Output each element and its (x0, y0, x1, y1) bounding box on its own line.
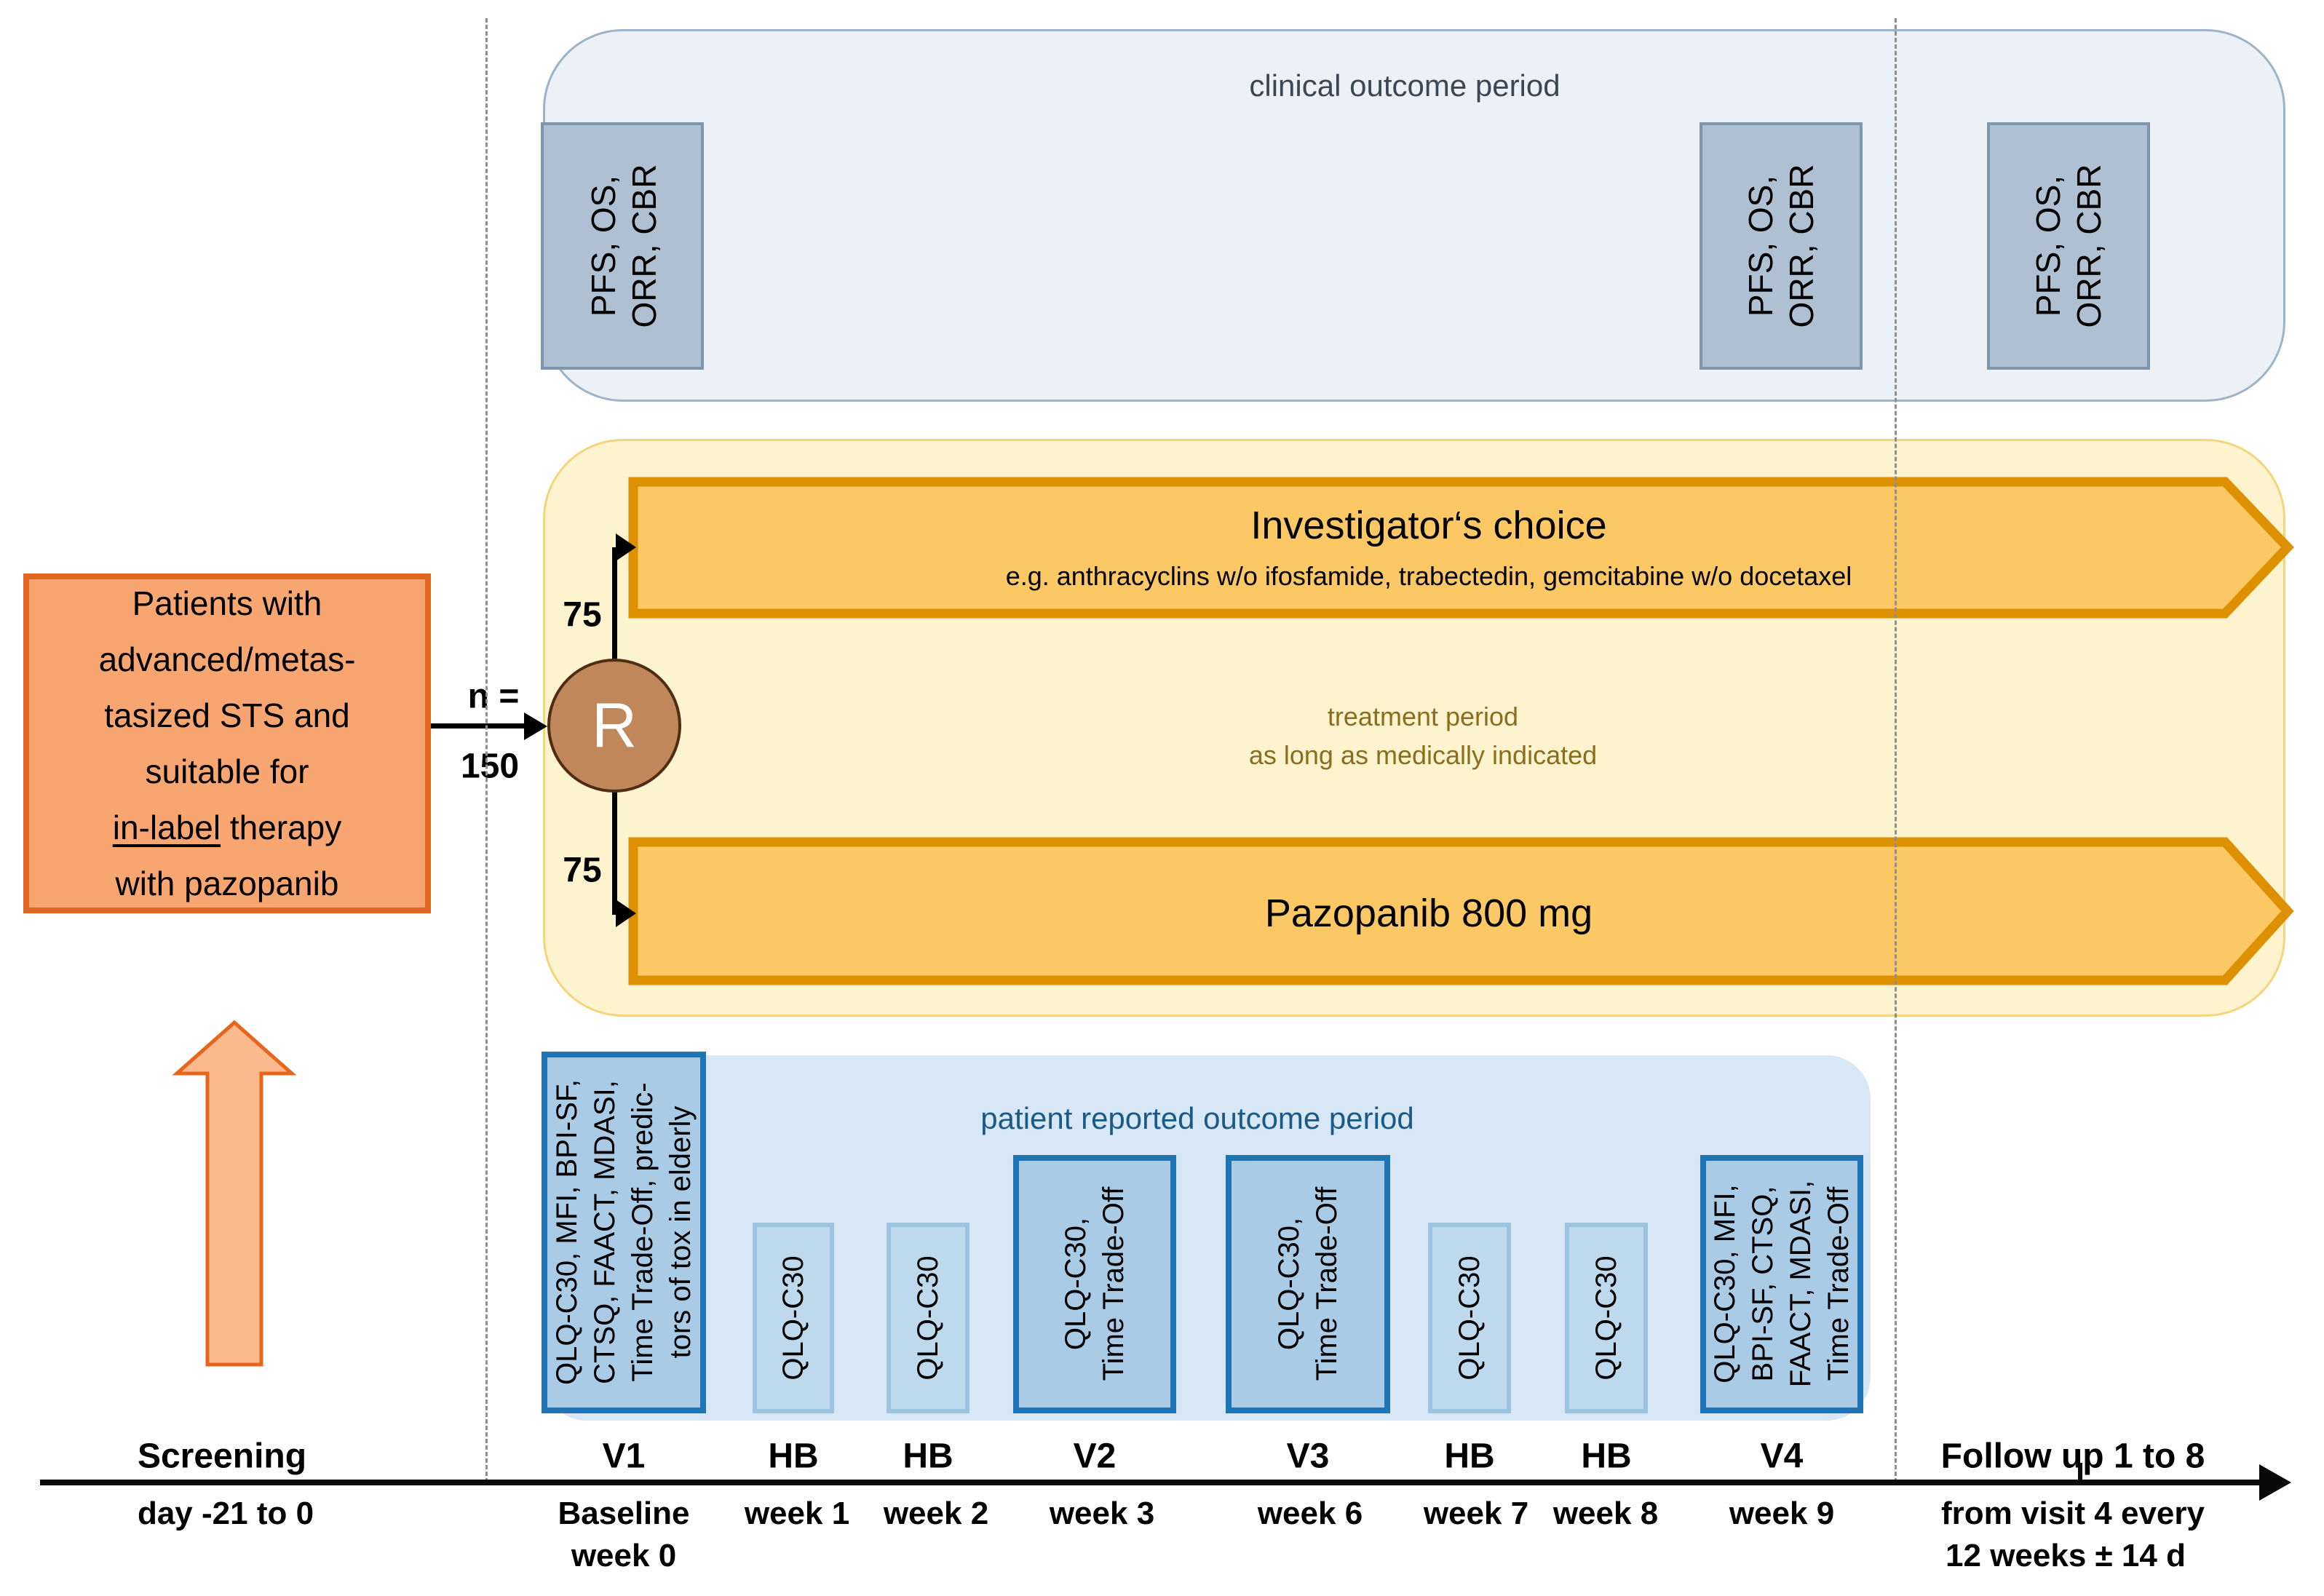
pro-text-line: BPI-SF, CTSQ, (1747, 1186, 1779, 1382)
branch-line-up (612, 547, 617, 661)
investigator-title: Investigator‘s choice (1250, 504, 1607, 547)
pro-text-line: QLQ-C30, (1060, 1217, 1092, 1351)
axis-tick-followup (2078, 1463, 2082, 1480)
pro-text-line: QLQ-C30, (1273, 1217, 1305, 1351)
patient-box-line: with pazopanib (115, 864, 339, 902)
pro-box-hb4 (1565, 1223, 1648, 1413)
pro-text-line: CTSQ, FAACT, MDASI, (589, 1080, 621, 1384)
pazopanib-arrow (628, 837, 2294, 985)
branch-line-down (612, 791, 617, 915)
timeline-sub2-followup: 12 weeks ± 14 d (1946, 1538, 2186, 1573)
patient-box-line-rest: therapy (221, 808, 342, 846)
timeline-sub-v1: Baseline (558, 1496, 690, 1531)
timeline-label-hb3: HB (1444, 1437, 1495, 1476)
enrollment-arrowhead (524, 712, 547, 740)
outcome-box-3 (1987, 122, 2150, 370)
pro-box-v3 (1226, 1155, 1390, 1413)
timeline-sub-hb4: week 8 (1552, 1496, 1659, 1531)
treatment-period-line: treatment period (1327, 702, 1519, 731)
screening-up-arrow (172, 1020, 297, 1367)
timeline-sub2-v1: week 0 (571, 1538, 677, 1573)
pro-box-hb3-label: QLQ-C30 (1454, 1255, 1486, 1381)
timeline-label-hb1: HB (768, 1437, 819, 1476)
timeline-sub-hb2: week 2 (883, 1496, 989, 1531)
dashed-line-followup (1895, 18, 1897, 1482)
randomization-circle: R (547, 659, 681, 793)
pro-box-v4-label: QLQ-C30, MFI, BPI-SF, CTSQ, FAACT, MDASI… (1706, 1180, 1857, 1388)
patient-box-line: tasized STS and (104, 696, 350, 734)
timeline-label-v3: V3 (1286, 1437, 1330, 1476)
treatment-period-label: treatment period as long as medically in… (1249, 697, 1597, 774)
investigator-arrow (628, 477, 2294, 619)
outcome-text-line: ORR, CBR (1782, 164, 1820, 328)
pro-box-hb2 (887, 1223, 969, 1413)
timeline-sub-screening: day -21 to 0 (137, 1496, 314, 1531)
timeline-axis (40, 1480, 2264, 1485)
pro-text-line: Time Trade-Off (1098, 1186, 1130, 1381)
outcome-box-3-label: PFS, OS, ORR, CBR (2028, 164, 2109, 328)
pro-box-v4 (1700, 1155, 1863, 1413)
outcome-box-2 (1700, 122, 1863, 370)
r-label: R (591, 690, 638, 761)
timeline-sub-v2: week 3 (1049, 1496, 1155, 1531)
axis-arrowhead (2259, 1464, 2291, 1501)
timeline-label-screening: Screening (137, 1437, 307, 1476)
enrollment-arrow-line (431, 723, 526, 728)
pro-box-v1 (542, 1052, 706, 1413)
pro-box-v3-label: QLQ-C30, Time Trade-Off (1270, 1187, 1346, 1381)
pro-text-line: Time Trade-Off (1311, 1186, 1343, 1381)
timeline-sub-hb3: week 7 (1423, 1496, 1529, 1531)
patient-box: Patients with advanced/metas- tasized ST… (23, 573, 431, 913)
timeline-label-v1: V1 (602, 1437, 646, 1476)
pro-box-v2 (1013, 1155, 1176, 1413)
pro-box-hb4-label: QLQ-C30 (1590, 1255, 1622, 1381)
outcome-text-line: ORR, CBR (625, 164, 663, 328)
pro-text-line: FAACT, MDASI, (1785, 1180, 1817, 1388)
pro-box-hb1-label: QLQ-C30 (777, 1255, 809, 1381)
patient-box-line: Patients with (132, 584, 322, 622)
arm-bottom-count: 75 (563, 851, 602, 890)
pro-box-hb1 (753, 1223, 834, 1413)
timeline-sub-followup: from visit 4 every (1941, 1496, 2205, 1531)
timeline-label-hb4: HB (1581, 1437, 1632, 1476)
outcome-text-line: PFS, OS, (1742, 175, 1780, 317)
branch-arrowhead-down (616, 900, 636, 927)
pro-text-line: QLQ-C30, MFI, BPI-SF, (551, 1079, 583, 1386)
n-value: 150 (460, 747, 520, 786)
pro-text-line: Time Trade-Off, predic- (627, 1082, 659, 1382)
investigator-subtitle: e.g. anthracyclins w/o ifosfamide, trabe… (1005, 561, 1852, 591)
pro-box-hb2-label: QLQ-C30 (912, 1255, 944, 1381)
pro-box-hb3 (1428, 1223, 1511, 1413)
treatment-period-line: as long as medically indicated (1248, 740, 1598, 770)
patient-box-line: in-label therapy (113, 800, 342, 856)
pazopanib-label: Pazopanib 800 mg (1264, 892, 1593, 935)
patient-box-line: suitable for (145, 752, 309, 790)
pro-box-v2-label: QLQ-C30, Time Trade-Off (1057, 1187, 1133, 1381)
n-label: n = (467, 677, 520, 716)
dashed-line-screening (485, 18, 488, 1482)
timeline-label-followup: Follow up 1 to 8 (1940, 1437, 2205, 1476)
outcome-box-1-label: PFS, OS, ORR, CBR (583, 164, 665, 328)
pro-box-v1-label: QLQ-C30, MFI, BPI-SF, CTSQ, FAACT, MDASI… (548, 1079, 699, 1385)
outcome-text-line: ORR, CBR (2070, 164, 2108, 328)
timeline-sub-hb1: week 1 (744, 1496, 850, 1531)
timeline-label-hb2: HB (903, 1437, 953, 1476)
patient-box-line: advanced/metas- (98, 640, 356, 678)
branch-arrowhead-up (616, 533, 636, 561)
timeline-label-v2: V2 (1073, 1437, 1117, 1476)
outcome-box-1 (541, 122, 704, 370)
pro-text-line: tors of tox in elderly (665, 1105, 697, 1359)
timeline-sub-v3: week 6 (1257, 1496, 1363, 1531)
outcome-text-line: PFS, OS, (584, 175, 622, 317)
in-label-underlined-text: in-label (112, 808, 221, 846)
clinical-outcome-title: clinical outcome period (1249, 68, 1560, 103)
timeline-sub-v4: week 9 (1729, 1496, 1835, 1531)
pro-title: patient reported outcome period (980, 1101, 1414, 1135)
timeline-label-v4: V4 (1760, 1437, 1804, 1476)
pro-text-line: QLQ-C30, MFI, (1709, 1184, 1741, 1383)
outcome-text-line: PFS, OS, (2029, 175, 2067, 317)
pro-text-line: Time Trade-Off (1823, 1186, 1855, 1381)
arm-top-count: 75 (563, 595, 602, 635)
outcome-box-2-label: PFS, OS, ORR, CBR (1740, 164, 1822, 328)
